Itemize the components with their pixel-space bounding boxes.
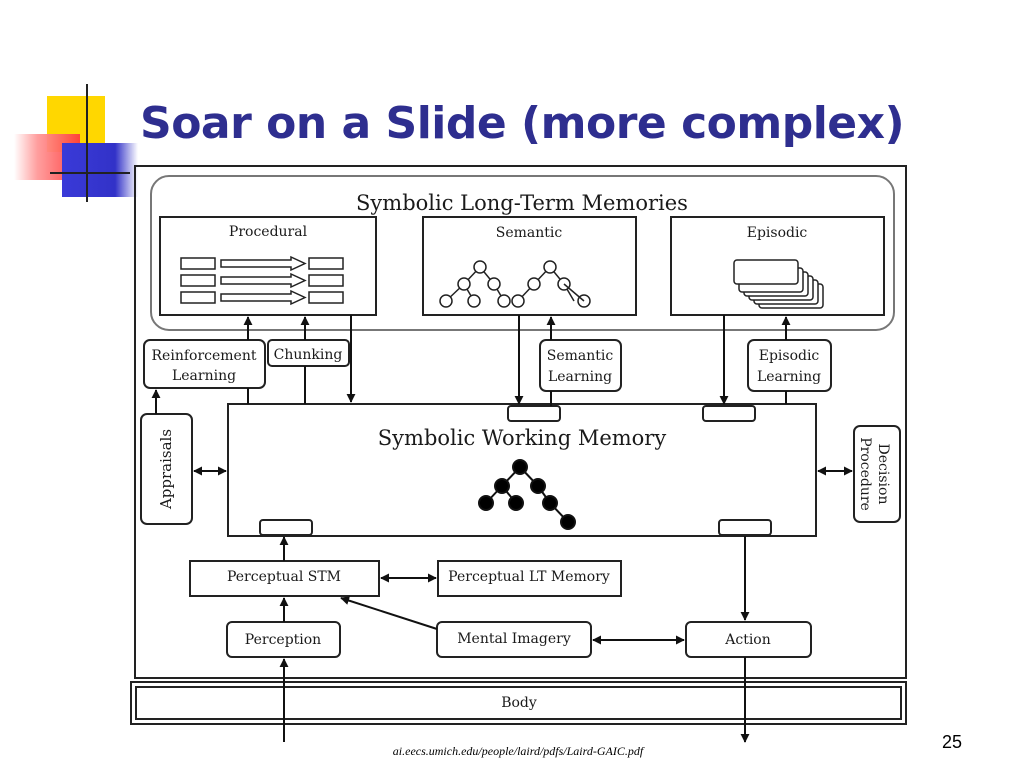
long-term-memories-group: [150, 175, 895, 331]
semantic-graph-icon: [439, 260, 591, 308]
body-label: Body: [501, 695, 537, 711]
decor-horizontal-line: [50, 172, 130, 174]
appraisals-label: Appraisals: [157, 429, 175, 510]
action-label: Action: [724, 632, 771, 648]
perceptual-buffer: [259, 519, 313, 536]
chunking-label: Chunking: [274, 347, 343, 363]
mental-imagery-box: Mental Imagery: [436, 621, 592, 658]
mental-imagery-label: Mental Imagery: [457, 631, 571, 647]
page-number: 25: [941, 732, 962, 752]
long-term-memories-title: Symbolic Long-Term Memories: [356, 191, 688, 215]
episodic-memory-box: Episodic: [670, 216, 885, 316]
slide-title: Soar on a Slide (more complex): [140, 98, 905, 149]
episodic-label: Episodic: [747, 225, 808, 241]
action-box: Action: [685, 621, 812, 658]
episodic-learning-line2: Learning: [757, 369, 821, 385]
perception-box: Perception: [226, 621, 341, 658]
semantic-label: Semantic: [496, 225, 563, 241]
episodic-buffer: [702, 405, 756, 422]
decision-procedure-line2: Procedure: [857, 437, 873, 511]
reinforcement-learning-line2: Learning: [172, 368, 236, 384]
semantic-learning-line2: Learning: [548, 369, 612, 385]
working-memory-box: Symbolic Working Memory: [227, 403, 817, 537]
perception-label: Perception: [245, 632, 321, 648]
body-box: Body: [130, 681, 907, 725]
outer-frame: [134, 165, 907, 679]
episodic-learning-box: Episodic Learning: [747, 339, 832, 392]
working-memory-label: Symbolic Working Memory: [378, 426, 667, 450]
episode-stack-icon: [733, 259, 824, 309]
motor-buffer: [718, 519, 772, 536]
appraisals-box: Appraisals: [140, 413, 193, 525]
source-citation: ai.eecs.umich.edu/people/laird/pdfs/Lair…: [392, 744, 644, 758]
semantic-buffer: [507, 405, 561, 422]
perceptual-lt-memory-box: Perceptual LT Memory: [437, 560, 622, 597]
episodic-learning-line1: Episodic: [759, 348, 820, 364]
production-rules-icon: [180, 255, 344, 306]
perceptual-stm-label: Perceptual STM: [227, 569, 341, 585]
semantic-learning-box: Semantic Learning: [539, 339, 622, 392]
diagram-arrows: [151, 315, 853, 743]
decor-vertical-line: [86, 84, 88, 202]
semantic-memory-box: Semantic: [422, 216, 637, 316]
working-memory-graph-icon: [478, 459, 576, 530]
perceptual-lt-memory-label: Perceptual LT Memory: [448, 569, 610, 585]
decision-procedure-line1: Decision: [875, 444, 891, 505]
reinforcement-learning-box: Reinforcement Learning: [143, 339, 266, 389]
chunking-box: Chunking: [267, 339, 350, 367]
procedural-label: Procedural: [229, 224, 308, 240]
perceptual-stm-box: Perceptual STM: [189, 560, 380, 597]
procedural-memory-box: Procedural: [159, 216, 377, 316]
semantic-learning-line1: Semantic: [547, 348, 614, 364]
decor-blue-square: [62, 143, 138, 197]
soar-architecture-diagram: Symbolic Long-Term Memories Procedural S…: [128, 156, 918, 748]
arrow-imagery-to-pstm: [340, 596, 438, 630]
reinforcement-learning-line1: Reinforcement: [152, 348, 257, 364]
decision-procedure-box: Decision Procedure: [853, 425, 901, 523]
